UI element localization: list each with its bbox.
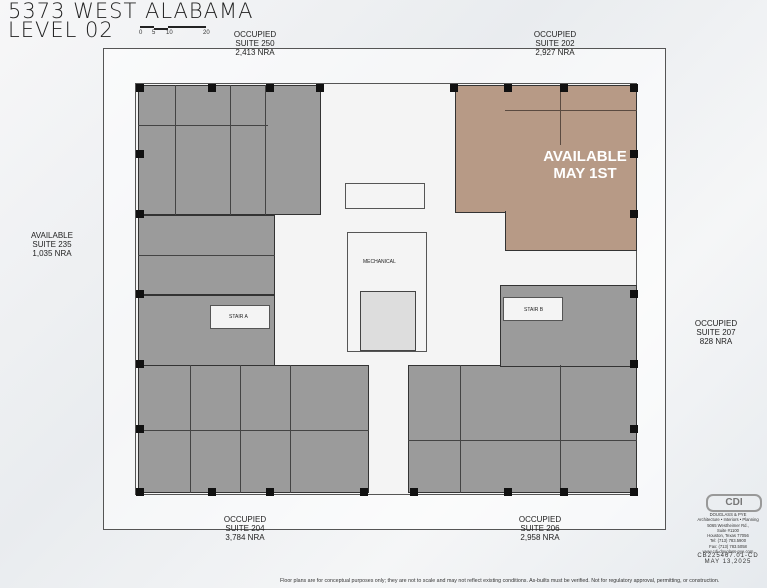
suite-206-area[interactable]	[408, 365, 637, 493]
scale-tick: 10	[166, 30, 173, 36]
scale-tick: 5	[152, 30, 156, 36]
level-name: LEVEL 02	[8, 18, 114, 42]
suite-202-area-lower[interactable]	[505, 211, 637, 251]
available-banner: AVAILABLE MAY 1ST	[520, 148, 650, 182]
scale-tick: 20	[203, 30, 210, 36]
stair-b-label: STAIR B	[524, 307, 544, 313]
stair-a-label: STAIR A	[229, 314, 248, 320]
scale-bar: 0 5 10 20	[139, 26, 210, 36]
core: MECHANICAL	[347, 232, 427, 352]
building-name: 5373 WEST ALABAMA	[8, 0, 254, 23]
available-date: MAY 1ST	[553, 165, 617, 182]
suite-202-area[interactable]	[455, 85, 637, 213]
stair-b: STAIR B	[503, 297, 563, 321]
architect-logo: CDI	[706, 494, 762, 512]
elevator-bank	[345, 183, 425, 209]
mechanical-label: MECHANICAL	[363, 259, 396, 265]
restrooms	[360, 291, 416, 351]
architect-info: DOUGLASS & PYE Architecture • Interiors …	[697, 512, 759, 565]
page-title: 5373 WEST ALABAMA LEVEL 02	[8, 0, 254, 42]
stair-a: STAIR A	[210, 305, 270, 329]
suite-250-area[interactable]	[138, 85, 321, 215]
scale-tick: 0	[139, 30, 143, 36]
available-text: AVAILABLE	[543, 148, 627, 165]
suite-204-area[interactable]	[138, 365, 369, 493]
disclaimer: Floor plans are for conceptual purposes …	[280, 578, 720, 584]
